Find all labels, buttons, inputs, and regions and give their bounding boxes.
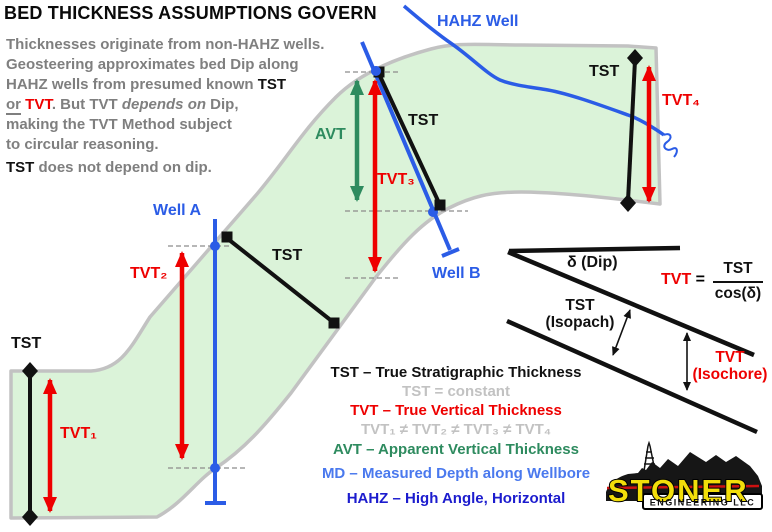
isopach-label: TST(Isopach) (536, 297, 624, 331)
isochore-label-top: TVT (715, 349, 745, 366)
formula-lhs: TVT = (661, 271, 705, 289)
hahz-well-squiggle (663, 133, 678, 158)
intro-line-1: Thicknesses originate from non-HAHZ well… (6, 36, 325, 53)
hahz-well-label: HAHZ Well (437, 13, 519, 30)
logo-red-stripe (606, 484, 760, 490)
logo-band (642, 493, 763, 510)
well-b-top-pick-overlay (371, 66, 381, 76)
diamond-marker (627, 49, 643, 67)
isopach-arrow (612, 309, 631, 356)
square-marker (328, 317, 340, 329)
well-a-top-pick (210, 241, 220, 251)
intro-line-5: making the TVT Method subject (6, 116, 232, 133)
hahz-well-path (402, 4, 678, 158)
tvt1-label: TVT₁ (60, 425, 97, 442)
tvt4-label: TVT₄ (662, 92, 700, 109)
intro-line4-end: Dip, (206, 96, 239, 113)
intro-line-6: to circular reasoning. (6, 136, 159, 153)
stoner-logo: STONER ENGINEERING LLC (606, 440, 763, 510)
square-marker (434, 199, 446, 211)
intro-or-underlined: or (6, 96, 21, 115)
diamond-marker (22, 508, 38, 526)
tst-note-rest: does not depend on dip. (34, 159, 212, 176)
intro-tvt-red: TVT (25, 96, 52, 113)
page-title: BED THICKNESS ASSUMPTIONS GOVERN (4, 3, 377, 23)
well-a-path (205, 219, 226, 505)
formula-tvt: TVT (661, 271, 692, 288)
square-marker (221, 231, 233, 243)
tst-upper-line (377, 73, 442, 206)
dip-label: δ (Dip) (567, 254, 618, 271)
well-a-label: Well A (153, 202, 202, 219)
avt-label: AVT (315, 126, 346, 143)
well-a-bottom-pick (210, 463, 220, 473)
isopach-label-bottom: (Isopach) (545, 313, 615, 331)
intro-line3-text: HAHZ wells from presumed known (6, 76, 258, 93)
legend-avt-title: AVT – Apparent Vertical Thickness (333, 441, 579, 458)
intro-depends-italic: depends on (121, 96, 207, 113)
formula-denominator: cos(δ) (714, 285, 762, 302)
tst-note-bold: TST (6, 159, 35, 176)
tst-note: TST does not depend on dip. (6, 159, 212, 176)
diamond-marker (620, 194, 636, 212)
legend-hahz-title: HAHZ – High Angle, Horizontal (346, 490, 566, 507)
isochore-label: TVT(Isochore) (688, 349, 772, 383)
legend-tvt-title: TVT – True Vertical Thickness (350, 402, 562, 419)
diamond-marker (22, 362, 38, 380)
logo-name: STONER (608, 473, 749, 508)
tst-left-label: TST (11, 335, 42, 352)
tst-upper-label: TST (408, 112, 439, 129)
intro-line-4: or TVT. But TVT depends on Dip, (6, 96, 239, 115)
isopach-label-top: TST (565, 297, 595, 314)
fraction-bar (713, 281, 763, 283)
intro-line3-tst: TST (257, 76, 287, 93)
derrick-icon (643, 440, 656, 472)
tst-right-line (626, 59, 637, 202)
tvt3-label: TVT₃ (377, 171, 415, 188)
legend-tvt-note: TVT₁ ≠ TVT₂ ≠ TVT₃ ≠ TVT₄ (361, 421, 551, 438)
legend-md-title: MD – Measured Depth along Wellbore (321, 465, 591, 482)
isochore-label-bottom: (Isochore) (692, 365, 768, 383)
tvt2-label: TVT₂ (130, 265, 168, 282)
tvt-arrows (43, 65, 656, 513)
logo-subtitle: ENGINEERING LLC (650, 498, 756, 508)
intro-line4-mid: . But TVT (51, 96, 122, 113)
formula-fraction: TST cos(δ) (711, 260, 765, 303)
intro-line-2: Geosteering approximates bed Dip along (6, 56, 299, 73)
legend-tst-note: TST = constant (402, 383, 510, 400)
tst-mid-line (226, 237, 335, 324)
tst-right-label: TST (589, 63, 620, 80)
well-b-label: Well B (432, 265, 481, 282)
legend-tst-title: TST – True Stratigraphic Thickness (330, 364, 582, 381)
formula-numerator: TST (723, 260, 753, 277)
tst-mid-label: TST (272, 247, 303, 264)
intro-line-3: HAHZ wells from presumed known TST (6, 76, 286, 93)
formula-equals: = (691, 271, 706, 288)
dip-inset (506, 245, 758, 435)
